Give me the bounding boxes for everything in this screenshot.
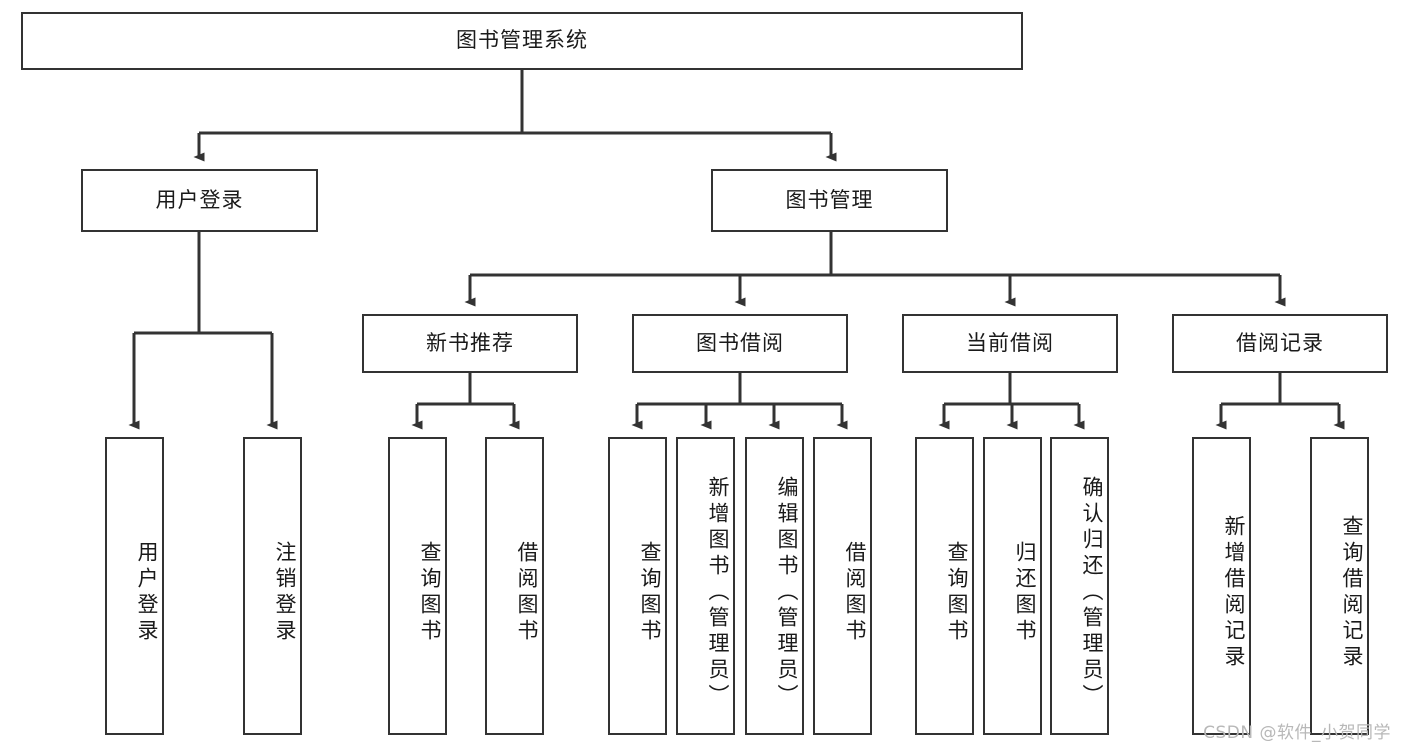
node-leaf-query-borrow-record[interactable]: 查询借阅记录 (1310, 437, 1369, 735)
node-label: 新增借阅记录 (1222, 515, 1246, 671)
node-label: 借阅图书 (515, 541, 539, 645)
node-label: 确认归还（管理员） (1080, 476, 1104, 710)
node-leaf-add-book-admin[interactable]: 新增图书（管理员） (676, 437, 735, 735)
node-book-borrow[interactable]: 图书借阅 (632, 314, 848, 373)
node-label: 用户登录 (135, 541, 159, 645)
node-label: 查询图书 (638, 541, 662, 645)
node-label: 用户登录 (155, 187, 244, 212)
node-leaf-return-book[interactable]: 归还图书 (983, 437, 1042, 735)
node-label: 图书借阅 (696, 330, 784, 355)
node-leaf-confirm-return-admin[interactable]: 确认归还（管理员） (1050, 437, 1109, 735)
node-label: 借阅记录 (1236, 330, 1324, 355)
node-current-borrow[interactable]: 当前借阅 (902, 314, 1118, 373)
node-label: 查询图书 (418, 541, 442, 645)
node-label: 查询图书 (945, 541, 969, 645)
node-leaf-user-login[interactable]: 用户登录 (105, 437, 164, 735)
node-leaf-query-book-current[interactable]: 查询图书 (915, 437, 974, 735)
node-book-management[interactable]: 图书管理 (711, 169, 948, 232)
node-leaf-borrow-book-recommend[interactable]: 借阅图书 (485, 437, 544, 735)
node-label: 借阅图书 (843, 541, 867, 645)
node-leaf-edit-book-admin[interactable]: 编辑图书（管理员） (745, 437, 804, 735)
node-label: 新书推荐 (426, 330, 514, 355)
node-label: 图书管理 (785, 187, 874, 212)
node-user-login[interactable]: 用户登录 (81, 169, 318, 232)
node-leaf-borrow-book[interactable]: 借阅图书 (813, 437, 872, 735)
node-label: 图书管理系统 (456, 28, 588, 53)
node-label: 新增图书（管理员） (706, 476, 730, 710)
node-label: 归还图书 (1013, 541, 1037, 645)
node-label: 编辑图书（管理员） (775, 476, 799, 710)
node-leaf-query-book-recommend[interactable]: 查询图书 (388, 437, 447, 735)
node-label: 注销登录 (273, 541, 297, 645)
node-root-system[interactable]: 图书管理系统 (21, 12, 1023, 70)
node-borrow-record[interactable]: 借阅记录 (1172, 314, 1388, 373)
node-leaf-query-book-borrow[interactable]: 查询图书 (608, 437, 667, 735)
node-leaf-add-borrow-record[interactable]: 新增借阅记录 (1192, 437, 1251, 735)
node-leaf-logout-login[interactable]: 注销登录 (243, 437, 302, 735)
node-label: 查询借阅记录 (1340, 515, 1364, 671)
node-new-book-recommend[interactable]: 新书推荐 (362, 314, 578, 373)
node-label: 当前借阅 (966, 330, 1054, 355)
csdn-watermark: CSDN @软件_小贺同学 (1203, 723, 1391, 743)
